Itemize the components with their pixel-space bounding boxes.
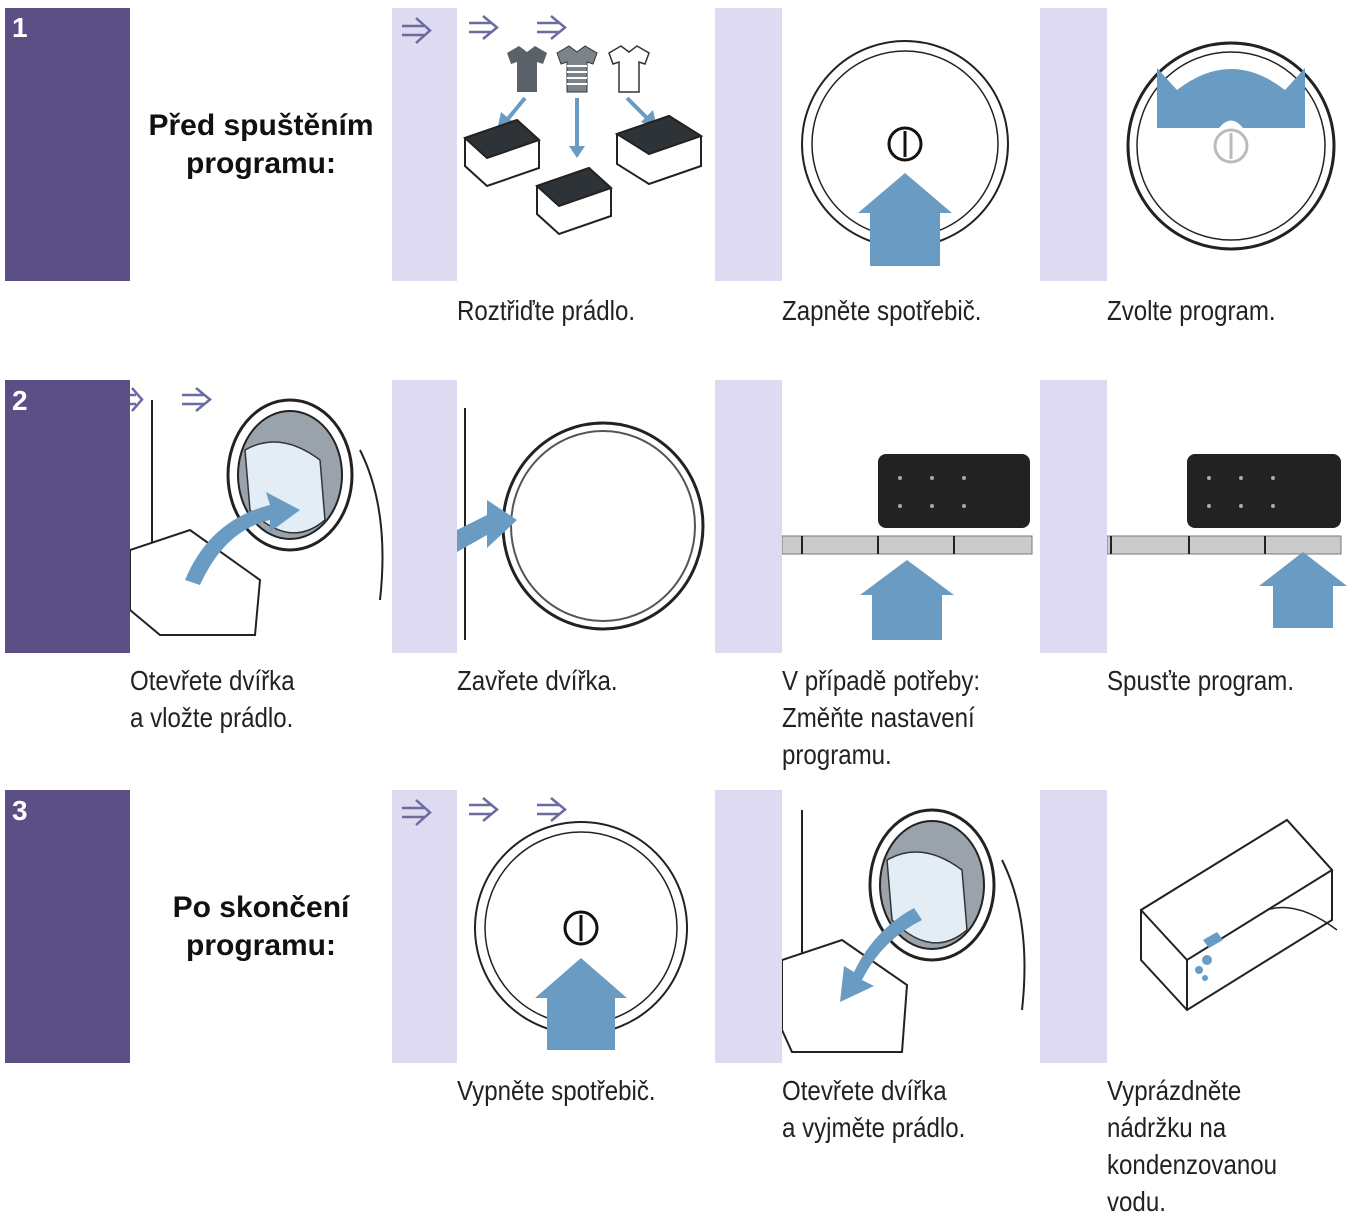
program-dial-icon (1126, 41, 1336, 251)
row-3-title-box: Po skončení programu: (130, 790, 392, 1063)
caption-open-load: Otevřete dvířka a vložte prádlo. (130, 665, 295, 733)
caption-sort-laundry: Roztřiďte prádlo. (457, 295, 636, 326)
panel-empty-tank (1107, 790, 1366, 1063)
panel-power-off (457, 790, 715, 1063)
row-3-number-column (5, 790, 130, 1063)
open-door-load-icon (130, 387, 384, 636)
row-1-number-column (5, 8, 130, 281)
caption-power-on: Zapněte spotřebič. (782, 295, 982, 326)
caption-start: Spusťte program. (1107, 665, 1295, 696)
row-1-number: 1 (12, 12, 28, 43)
start-button-icon (1107, 454, 1347, 628)
panel-choose-program (1107, 8, 1366, 281)
panel-sort-laundry (457, 8, 715, 281)
empty-water-tank-icon (1139, 818, 1338, 1012)
power-button-icon (469, 797, 688, 1050)
step-arrow-icon (402, 17, 432, 44)
settings-panel-icon (782, 454, 1033, 640)
row-2-number-column (5, 380, 130, 653)
caption-power-off: Vypněte spotřebič. (457, 1075, 656, 1106)
panel-open-load (130, 380, 392, 653)
caption-empty-tank: Vyprázdněte nádržku na kondenzovanou vod… (1107, 1075, 1278, 1217)
close-door-icon (457, 408, 705, 640)
caption-unload: Otevřete dvířka a vyjměte prádlo. (782, 1075, 966, 1143)
row-3-number: 3 (12, 795, 28, 826)
panel-start (1107, 380, 1366, 653)
caption-close-door: Zavřete dvířka. (457, 665, 618, 696)
caption-settings: V případě potřeby: Změňte nastavení prog… (782, 665, 981, 770)
sort-laundry-icon (463, 15, 704, 236)
row-1-title-box: Před spuštěním programu: (130, 8, 392, 281)
row-3-title: Po skončení programu: (172, 890, 350, 962)
step-arrow-icon (402, 799, 432, 826)
caption-choose-program: Zvolte program. (1107, 295, 1276, 326)
row-2-number: 2 (12, 385, 28, 416)
panel-unload (782, 790, 1040, 1063)
panel-close-door (457, 380, 715, 653)
unload-laundry-icon (782, 808, 1026, 1053)
panel-settings (782, 380, 1040, 653)
row-1-title: Před spuštěním programu: (148, 108, 374, 180)
power-button-icon (801, 40, 1009, 266)
panel-power-on (782, 8, 1040, 281)
